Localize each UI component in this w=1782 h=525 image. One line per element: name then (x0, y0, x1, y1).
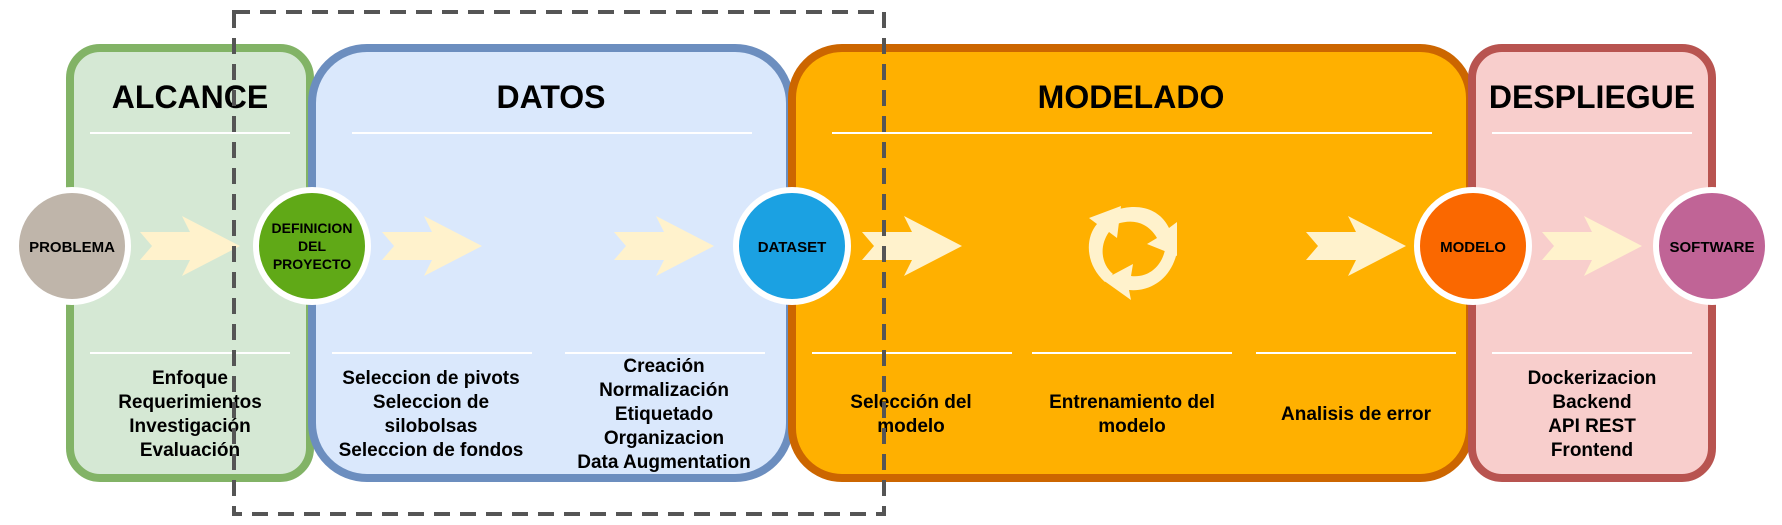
despliegue-item: Dockerizacion (1528, 368, 1657, 389)
alcance-item: Evaluación (140, 440, 240, 461)
node-dataset: DATASET (733, 187, 851, 305)
datos-proceso-item: Normalización (599, 380, 729, 401)
datos-proceso-item: Organizacion (604, 428, 724, 449)
node-software: SOFTWARE (1653, 187, 1771, 305)
datos-seleccion-item: Seleccion de fondos (339, 440, 524, 461)
datos-seleccion-item: Seleccion de pivots (342, 368, 519, 389)
node-definicion-label: DEL (298, 238, 326, 254)
modelado-entrenamiento-label: Entrenamiento del (1049, 392, 1215, 413)
datos-proceso-item: Data Augmentation (577, 452, 750, 473)
node-definicion-label: DEFINICION (272, 220, 353, 236)
datos-seleccion-item: Seleccion de (373, 392, 489, 413)
datos-proceso-item: Creación (623, 356, 704, 377)
recycle-cycle-icon (1088, 206, 1177, 300)
node-problema-label: PROBLEMA (29, 239, 115, 256)
modelado-seleccion-label: Selección del (850, 392, 971, 413)
node-dataset-label: DATASET (758, 239, 827, 256)
despliegue-item: API REST (1548, 416, 1636, 437)
node-modelo-label: MODELO (1440, 239, 1506, 256)
node-definicion-label: PROYECTO (273, 256, 351, 272)
node-modelo: MODELO (1414, 187, 1532, 305)
node-problema: PROBLEMA (13, 187, 131, 305)
alcance-item: Investigación (129, 416, 250, 437)
despliegue-title: DESPLIEGUE (1489, 79, 1695, 115)
datos-proceso-item: Etiquetado (615, 404, 713, 425)
datos-title: DATOS (496, 79, 605, 115)
despliegue-item: Backend (1552, 392, 1631, 413)
modelado-analisis-label: Analisis de error (1281, 404, 1432, 425)
alcance-item: Requerimientos (118, 392, 262, 413)
modelado-seleccion-label: modelo (877, 416, 945, 437)
dashed-highlight-region (232, 10, 886, 516)
datos-seleccion-item: silobolsas (385, 416, 478, 437)
despliegue-item: Frontend (1551, 440, 1633, 461)
modelado-entrenamiento-label: modelo (1098, 416, 1166, 437)
alcance-title: ALCANCE (112, 79, 268, 115)
node-software-label: SOFTWARE (1670, 239, 1755, 256)
modelado-title: MODELADO (1038, 79, 1225, 115)
node-definicion: DEFINICION DEL PROYECTO (253, 187, 371, 305)
alcance-item: Enfoque (152, 368, 228, 389)
stage-datos: DATOS Seleccion de pivots Seleccion de s… (308, 44, 794, 482)
